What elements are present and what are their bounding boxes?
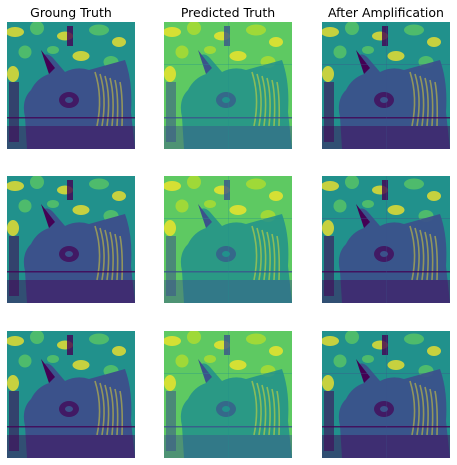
image-ground-truth-row-2 xyxy=(7,176,135,303)
image-after-amplification-row-2 xyxy=(322,176,450,303)
column-title-predicted-truth: Predicted Truth xyxy=(180,5,276,20)
image-predicted-truth-row-1 xyxy=(164,22,292,149)
image-predicted-truth-row-3 xyxy=(164,331,292,458)
image-after-amplification-row-3 xyxy=(322,331,450,458)
image-after-amplification-row-1 xyxy=(322,22,450,149)
image-predicted-truth-row-2 xyxy=(164,176,292,303)
image-ground-truth-row-3 xyxy=(7,331,135,458)
column-title-after-amplification: After Amplification xyxy=(328,5,444,20)
column-title-ground-truth: Groung Truth xyxy=(30,5,112,20)
image-ground-truth-row-1 xyxy=(7,22,135,149)
